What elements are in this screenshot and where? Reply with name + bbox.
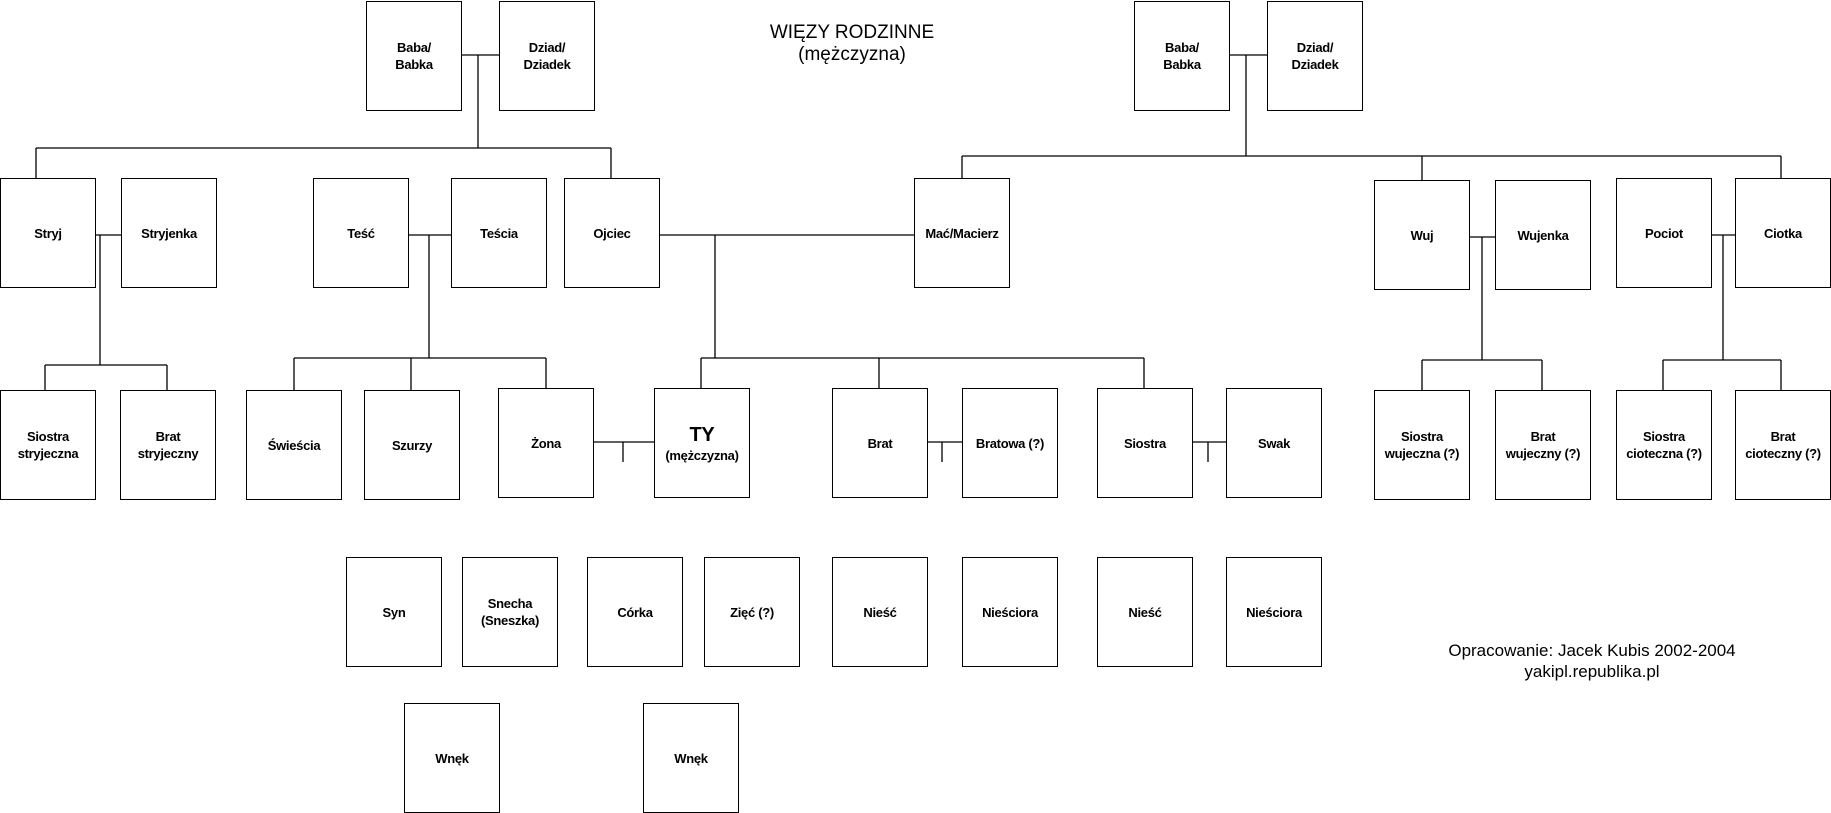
box-niesciora-brat: Nieściora bbox=[962, 557, 1058, 667]
box-siostra-wujeczna: Siostra wujeczna (?) bbox=[1374, 390, 1470, 500]
label: Ciotka bbox=[1764, 225, 1802, 241]
diagram-title: WIĘZY RODZINNE (mężczyzna) bbox=[752, 22, 952, 66]
box-niesc-brat: Nieść bbox=[832, 557, 928, 667]
label: Nieściora bbox=[982, 604, 1038, 620]
box-zona: Żona bbox=[498, 388, 594, 498]
box-siostra-stryjeczna: Siostra stryjeczna bbox=[0, 390, 96, 500]
title-subtitle: (mężczyzna) bbox=[798, 44, 906, 65]
label: Siostra bbox=[1643, 429, 1685, 444]
label: Żona bbox=[531, 435, 561, 451]
label: Wujenka bbox=[1517, 227, 1569, 243]
label: Dziadek bbox=[523, 57, 571, 72]
label: Babka bbox=[1163, 57, 1201, 72]
box-brat: Brat bbox=[832, 388, 928, 498]
title-main: WIĘZY RODZINNE bbox=[769, 22, 935, 43]
label: Brat bbox=[1530, 429, 1556, 444]
label: Swak bbox=[1257, 435, 1291, 451]
box-swiescia: Świeścia bbox=[246, 390, 342, 500]
label: Nieść bbox=[863, 604, 897, 620]
box-swak: Swak bbox=[1226, 388, 1322, 498]
box-bratowa: Bratowa (?) bbox=[962, 388, 1058, 498]
label: Siostra bbox=[1124, 435, 1166, 451]
box-wnek-corka: Wnęk bbox=[643, 703, 739, 813]
label: Babka bbox=[395, 57, 433, 72]
label: Stryjenka bbox=[141, 225, 197, 241]
box-niesciora-siostra: Nieściora bbox=[1226, 557, 1322, 667]
label: Snecha bbox=[487, 596, 533, 611]
label-ty: TY bbox=[689, 423, 715, 446]
label: Córka bbox=[617, 604, 653, 620]
label: Siostra bbox=[27, 429, 69, 444]
label: wujeczna (?) bbox=[1384, 446, 1460, 461]
label: Siostra bbox=[1401, 429, 1443, 444]
label: Teść bbox=[347, 225, 375, 241]
label: cioteczna (?) bbox=[1626, 446, 1702, 461]
box-wujenka: Wujenka bbox=[1495, 180, 1591, 290]
box-tesc: Teść bbox=[313, 178, 409, 288]
box-baba-maternal: Baba/Babka bbox=[1134, 1, 1230, 111]
box-snecha: Snecha (Sneszka) bbox=[462, 557, 558, 667]
label: Stryj bbox=[34, 225, 62, 241]
label: Szurzy bbox=[391, 437, 433, 453]
box-szurzy: Szurzy bbox=[364, 390, 460, 500]
label: stryjeczny bbox=[137, 446, 199, 461]
label: stryjeczna bbox=[17, 446, 79, 461]
box-dziad-maternal: Dziad/Dziadek bbox=[1267, 1, 1363, 111]
label: Bratowa (?) bbox=[975, 435, 1045, 451]
label: Nieść bbox=[1128, 604, 1162, 620]
label: Pociot bbox=[1645, 225, 1683, 241]
label: Brat bbox=[867, 435, 893, 451]
label: Świeścia bbox=[267, 437, 321, 453]
box-pociot: Pociot bbox=[1616, 178, 1712, 288]
label: Nieściora bbox=[1246, 604, 1302, 620]
label: Zięć (?) bbox=[730, 604, 774, 620]
credit: Opracowanie: Jacek Kubis 2002-2004 yakip… bbox=[1432, 640, 1752, 682]
label: (Sneszka) bbox=[481, 613, 539, 628]
label: Baba/ bbox=[397, 40, 431, 55]
box-brat-stryjeczny: Brat stryjeczny bbox=[120, 390, 216, 500]
box-dziad-paternal: Dziad/Dziadek bbox=[499, 1, 595, 111]
box-siostra: Siostra bbox=[1097, 388, 1193, 498]
box-ciotka: Ciotka bbox=[1735, 178, 1831, 288]
box-ziec: Zięć (?) bbox=[704, 557, 800, 667]
label: Wnęk bbox=[435, 750, 469, 766]
box-corka: Córka bbox=[587, 557, 683, 667]
box-niesc-siostra: Nieść bbox=[1097, 557, 1193, 667]
box-stryjenka: Stryjenka bbox=[121, 178, 217, 288]
label: Syn bbox=[382, 604, 406, 620]
box-tescia: Teścia bbox=[451, 178, 547, 288]
label: (mężczyzna) bbox=[665, 447, 739, 463]
box-ty: TY(mężczyzna) bbox=[654, 388, 750, 498]
box-wuj: Wuj bbox=[1374, 180, 1470, 290]
box-syn: Syn bbox=[346, 557, 442, 667]
box-siostra-cioteczna: Siostra cioteczna (?) bbox=[1616, 390, 1712, 500]
label: Wuj bbox=[1410, 227, 1434, 243]
box-ojciec: Ojciec bbox=[564, 178, 660, 288]
box-brat-wujeczny: Brat wujeczny (?) bbox=[1495, 390, 1591, 500]
label: Brat bbox=[155, 429, 181, 444]
label: cioteczny (?) bbox=[1745, 446, 1821, 461]
label: wujeczny (?) bbox=[1505, 446, 1581, 461]
label: Dziad/ bbox=[528, 40, 566, 55]
connector-lines bbox=[35, 54, 1782, 462]
label: Dziadek bbox=[1291, 57, 1339, 72]
box-brat-cioteczny: Brat cioteczny (?) bbox=[1735, 390, 1831, 500]
credit-author: Opracowanie: Jacek Kubis 2002-2004 bbox=[1448, 641, 1736, 660]
credit-website: yakipl.republika.pl bbox=[1524, 662, 1660, 681]
box-wnek-syn: Wnęk bbox=[404, 703, 500, 813]
label: Mać/Macierz bbox=[925, 225, 999, 241]
box-mac: Mać/Macierz bbox=[914, 178, 1010, 288]
label: Ojciec bbox=[593, 225, 631, 241]
box-stryj: Stryj bbox=[0, 178, 96, 288]
label: Dziad/ bbox=[1296, 40, 1334, 55]
label: Brat bbox=[1770, 429, 1796, 444]
label: Wnęk bbox=[674, 750, 708, 766]
box-baba-paternal: Baba/Babka bbox=[366, 1, 462, 111]
label: Baba/ bbox=[1165, 40, 1199, 55]
label: Teścia bbox=[480, 225, 518, 241]
